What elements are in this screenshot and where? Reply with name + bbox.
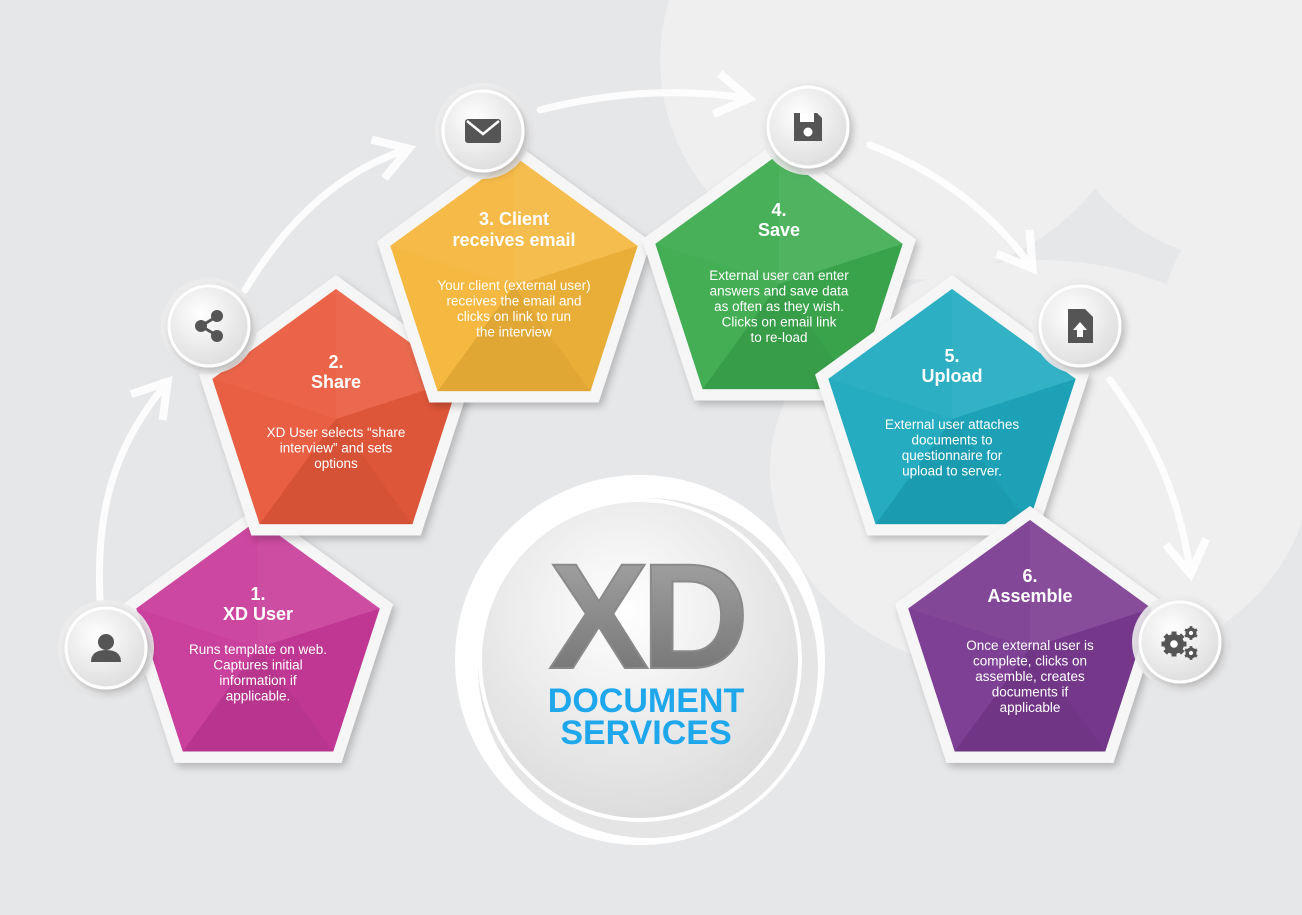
step-number: 6. [1022, 566, 1037, 586]
step-5-icon-button[interactable] [1032, 278, 1128, 374]
step-facet [136, 520, 258, 648]
step-description-line: documents if [992, 685, 1069, 700]
step-description-line: options [314, 456, 358, 471]
step-number: 5. [944, 346, 959, 366]
step-description-line: External user attaches [885, 417, 1020, 432]
step-number: 4. [771, 200, 786, 220]
step-facet [908, 608, 1030, 752]
step-facet [258, 608, 380, 752]
envelope-icon [465, 119, 501, 143]
step-description-line: answers and save data [710, 284, 849, 299]
step-description-line: Captures initial [213, 658, 302, 673]
step-description-line: Runs template on web. [189, 642, 327, 657]
step-facet [952, 378, 1076, 525]
icon-buttons-layer [58, 79, 1228, 696]
step-facet [136, 608, 258, 752]
step-facet [259, 419, 413, 525]
step-2-icon-button[interactable] [161, 278, 257, 374]
step-facet [655, 154, 779, 284]
step-3-icon-button[interactable] [435, 83, 531, 179]
user-icon [91, 634, 121, 662]
step-description-line: Once external user is [966, 638, 1094, 653]
step-description-line: documents to [911, 433, 992, 448]
step-title: 3. Client [479, 209, 549, 229]
step-description-line: clicks on link to run [457, 309, 571, 324]
step-facet [390, 156, 514, 286]
step-facet [702, 284, 856, 390]
logo: XD DOCUMENT SERVICES [455, 475, 825, 845]
step-facet [954, 648, 1106, 752]
step-facet [182, 648, 334, 752]
step-description-line: interview” and sets [280, 441, 393, 456]
step-title: Assemble [987, 586, 1072, 606]
step-description-line: upload to server. [902, 464, 1002, 479]
step-6-icon-button[interactable] [1132, 594, 1228, 690]
step-title: Upload [922, 366, 983, 386]
step-4-icon-button[interactable] [760, 79, 856, 175]
step-facet [655, 243, 779, 390]
step-description-line: questionnaire for [902, 448, 1003, 463]
step-facet [1030, 608, 1152, 752]
step-facet [1030, 520, 1152, 648]
logo-line1: DOCUMENT [548, 682, 745, 720]
step-facet [437, 286, 591, 392]
step-description-line: to re-load [750, 330, 807, 345]
step-facet [390, 245, 514, 392]
step-description-line: applicable [1000, 700, 1061, 715]
step-description-line: assemble, creates [975, 669, 1085, 684]
step-description-line: receives the email and [446, 294, 581, 309]
step-facet [779, 154, 903, 284]
step-description-line: Your client (external user) [437, 278, 590, 293]
share-icon [195, 310, 223, 342]
step-description-line: Clicks on email link [722, 315, 837, 330]
step-description-line: External user can enter [709, 268, 849, 283]
logo-mark: XD [549, 532, 744, 700]
floppy-disk-icon [794, 113, 822, 141]
step-title: Share [311, 372, 361, 392]
step-facet [212, 378, 336, 525]
step-title: receives email [452, 230, 575, 250]
step-description-line: XD User selects “share [267, 425, 406, 440]
step-facet [779, 243, 903, 390]
step-title: Save [758, 220, 800, 240]
gears-icon [1161, 626, 1198, 660]
step-facet [828, 289, 952, 419]
step-1-icon-button[interactable] [58, 600, 154, 696]
step-number: 1. [250, 584, 265, 604]
step-facet [212, 289, 336, 419]
step-facet [908, 520, 1030, 648]
step-facet [875, 419, 1029, 525]
step-facet [828, 378, 952, 525]
step-facet [336, 378, 460, 525]
step-facet [514, 156, 638, 286]
step-title: XD User [223, 604, 293, 624]
step-facet [514, 245, 638, 392]
step-description-line: the interview [476, 325, 552, 340]
step-facet [258, 520, 380, 648]
file-upload-icon [1068, 309, 1093, 343]
step-2: 2.Share XD User selects “shareinterview” … [199, 275, 473, 536]
step-number: 2. [328, 352, 343, 372]
step-description-line: as often as they wish. [714, 299, 844, 314]
flow-arrows [95, 70, 1210, 604]
step-facet [952, 289, 1076, 419]
logo-line2: SERVICES [560, 714, 731, 752]
icon-button-face [167, 284, 251, 368]
step-description-line: complete, clicks on [973, 654, 1087, 669]
step-description-line: information if [219, 673, 297, 688]
step-description-line: applicable. [226, 689, 291, 704]
